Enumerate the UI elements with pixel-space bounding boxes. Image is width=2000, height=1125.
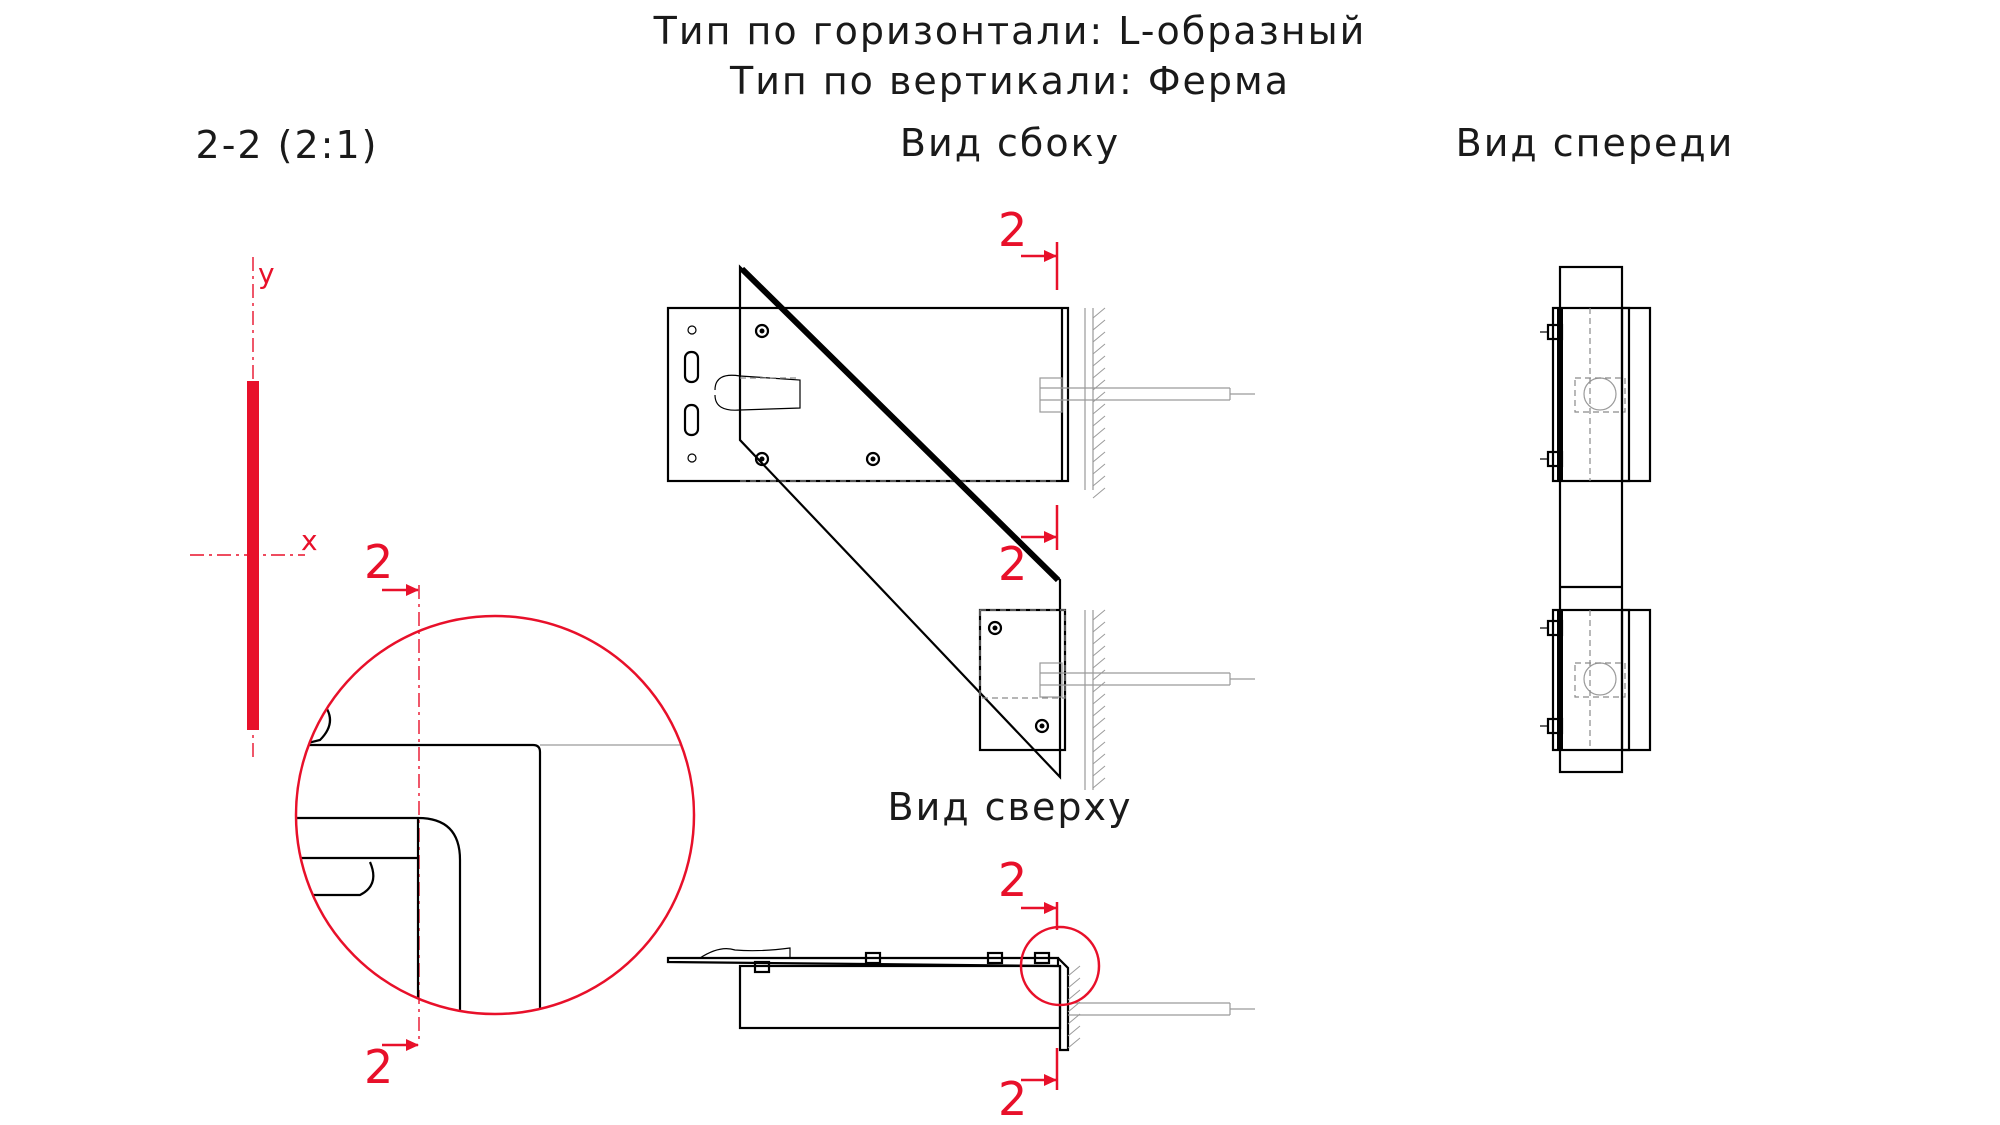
hatch-stroke [1067, 1037, 1081, 1049]
top-mark-top: 2 [998, 853, 1027, 907]
section-view-title: 2-2 (2:1) [196, 123, 379, 167]
hatch-stroke [1067, 1001, 1081, 1013]
top-view: 2 2 [666, 853, 1255, 1125]
side-view: 2 2 [666, 203, 1255, 790]
hatch-stroke [1092, 765, 1106, 777]
hatch-stroke [1092, 307, 1106, 319]
hatch-stroke [1092, 319, 1106, 331]
hatch-stroke [1092, 355, 1106, 367]
lower-bracket [978, 608, 1067, 752]
wall-hatch-lower [1084, 610, 1094, 790]
hatch-stroke [1092, 475, 1106, 487]
hatch-stroke [1092, 705, 1106, 717]
wall-hatching [1092, 307, 1106, 789]
bolt-4 [987, 620, 1003, 636]
hatch-stroke [1092, 415, 1106, 427]
front-frame [1558, 265, 1624, 774]
front-wing-upper [1620, 306, 1652, 483]
detail-circle [294, 614, 696, 1016]
hatch-stroke [1092, 741, 1106, 753]
hatch-stroke [1092, 621, 1106, 633]
hatch-stroke [1092, 753, 1106, 765]
bolt-1 [754, 323, 770, 339]
hatch-stroke [1092, 439, 1106, 451]
hatch-stroke [1092, 331, 1106, 343]
horizontal-type-title: Тип по горизонтали: L-образный [653, 9, 1367, 53]
lower-anchor-bolt [1039, 662, 1255, 698]
hatch-stroke [1092, 451, 1106, 463]
front-wing-lower [1620, 608, 1652, 752]
side-mark-top: 2 [998, 203, 1027, 257]
bolt-2 [754, 451, 770, 467]
hatch-stroke [1092, 633, 1106, 645]
side-mark-bottom: 2 [998, 537, 1027, 591]
hatch-stroke [1092, 463, 1106, 475]
hatch-stroke [1092, 669, 1106, 681]
hatch-stroke [1092, 645, 1106, 657]
detail-zoom-content [296, 699, 694, 1014]
x-axis-label: x [301, 524, 318, 557]
hatch-stroke [1067, 1013, 1081, 1025]
section-arrow-top-head [406, 584, 419, 596]
hatch-stroke [1092, 427, 1106, 439]
top-wall-hatching [1067, 965, 1081, 1049]
top-bolt-2 [864, 951, 882, 965]
hatch-stroke [1092, 367, 1106, 379]
section-mark-top: 2 [364, 535, 393, 589]
hatch-stroke [1067, 977, 1081, 989]
hatch-stroke [1067, 965, 1081, 977]
front-plate-lower [1551, 608, 1631, 752]
front-bolt-1 [1540, 323, 1564, 341]
hatch-stroke [1092, 777, 1106, 789]
top-bolt-1 [753, 960, 771, 974]
detail-marker-circle [1019, 925, 1101, 1007]
hatch-stroke [1092, 681, 1106, 693]
truss-diagonal [738, 264, 1062, 780]
hatch-stroke [1092, 717, 1106, 729]
upper-bracket-plate [666, 306, 1070, 483]
slot-1 [683, 350, 700, 384]
top-plate [738, 964, 1062, 1030]
section-mark-bottom: 2 [364, 1040, 393, 1094]
hatch-stroke [1092, 729, 1106, 741]
top-flange [666, 956, 1060, 968]
hatch-stroke [1092, 487, 1106, 499]
wall-hatch-upper [1084, 308, 1094, 490]
vertical-type-title: Тип по вертикали: Ферма [729, 59, 1290, 103]
hatch-stroke [1092, 693, 1106, 705]
hatch-stroke [1067, 989, 1081, 1001]
front-bolt-2 [1540, 450, 1564, 468]
hatch-stroke [1067, 1025, 1081, 1037]
bolt-5 [1034, 718, 1050, 734]
upper-anchor-bolt [1039, 377, 1255, 413]
top-bolt-3 [986, 951, 1004, 965]
hatch-stroke [1092, 657, 1106, 669]
front-view-title: Вид спереди [1456, 121, 1735, 165]
section-2-2-view: y x 2 2 [190, 257, 696, 1094]
section-arrow-bottom-head [406, 1039, 419, 1051]
section-profile [247, 381, 259, 730]
front-bolt-3 [1540, 619, 1564, 637]
bolt-3 [865, 451, 881, 467]
top-bolt-4 [1033, 951, 1051, 965]
slot-2 [683, 403, 700, 437]
hatch-stroke [1092, 343, 1106, 355]
side-view-title: Вид сбоку [900, 121, 1120, 165]
front-view [1540, 265, 1652, 774]
front-plate-upper [1551, 306, 1631, 483]
y-axis-label: y [258, 257, 275, 290]
hatch-stroke [1092, 609, 1106, 621]
top-view-title: Вид сверху [888, 785, 1133, 829]
front-bolt-4 [1540, 717, 1564, 735]
hatch-stroke [1092, 403, 1106, 415]
top-anchor-bolt [1068, 1002, 1255, 1016]
hook [714, 374, 801, 411]
